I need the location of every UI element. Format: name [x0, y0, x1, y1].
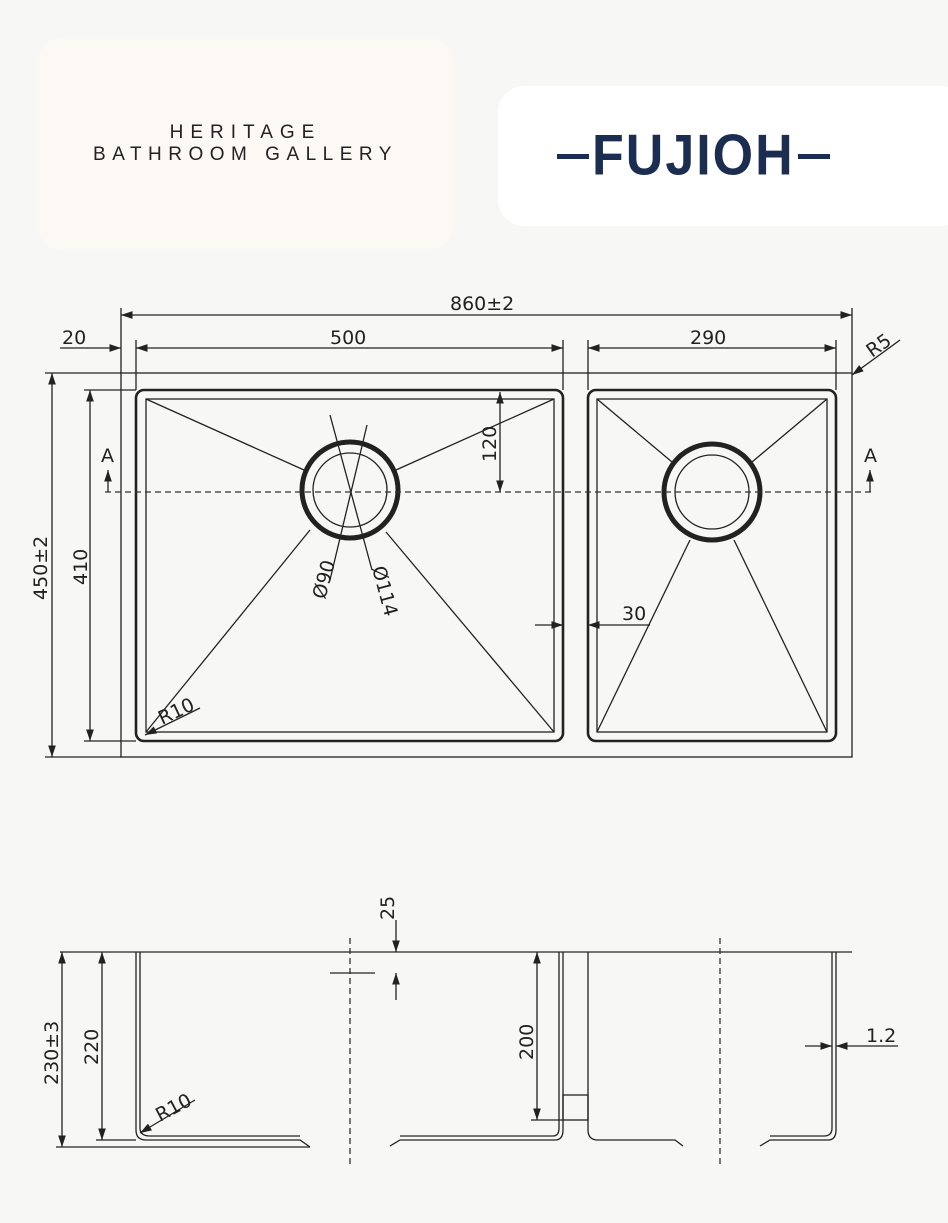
leader-section-radius [139, 1099, 196, 1134]
dim-drain-outer: Ø114 [367, 564, 402, 619]
leader-inner-radius [144, 707, 201, 736]
dim-overall-height: 230±3 [41, 1021, 63, 1085]
dim-bowl-depth: 410 [70, 549, 92, 585]
dim-right-bowl-width: 290 [690, 327, 726, 349]
dim-bowl-height: 220 [81, 1029, 103, 1065]
right-bowl-floor [596, 398, 828, 733]
left-drain [299, 439, 401, 541]
divider-bracket [562, 1094, 589, 1121]
dim-outer-radius: R5 [862, 330, 895, 363]
right-bowl [586, 388, 838, 743]
left-bowl-slope-lines [145, 398, 555, 733]
dim-section-radius: R10 [152, 1089, 195, 1126]
logo-dash-right [797, 153, 830, 159]
brand-logo: FUJIOH [592, 124, 795, 188]
left-bowl-profile-right [389, 952, 564, 1147]
dim-divider: 30 [622, 603, 646, 625]
top-view: A A 860±2 20 500 290 R5 450±2 410 120 30… [30, 293, 901, 758]
left-bowl [134, 388, 565, 743]
dim-thickness: 1.2 [866, 1025, 896, 1047]
dim-rim-offset: 25 [377, 896, 399, 920]
right-bowl-profile-right [759, 952, 837, 1147]
dim-drain-inner: Ø90 [309, 558, 340, 602]
dim-drain-offset: 120 [479, 426, 501, 462]
left-bowl-floor [145, 398, 555, 733]
left-bowl-profile-right-inner [400, 952, 560, 1137]
dealer-name-line2: BATHROOM GALLERY [93, 144, 398, 165]
left-drain-inner [312, 452, 388, 528]
dim-overall-width: 860±2 [450, 293, 514, 315]
right-bowl-slope-lines [596, 398, 828, 733]
section-mark-right: A [864, 445, 877, 467]
section-mark-left: A [101, 445, 114, 467]
right-bowl-profile-right-inner [770, 952, 833, 1137]
dim-left-bowl-width: 500 [330, 327, 366, 349]
section-view: 25 230±3 220 200 1.2 R10 [41, 896, 898, 1165]
dim-inner-radius: R10 [155, 694, 198, 730]
dealer-name-line1: HERITAGE [169, 122, 322, 143]
dim-flange: 20 [62, 327, 86, 349]
right-bowl-profile [587, 952, 684, 1147]
left-bowl-profile [135, 952, 311, 1148]
brand-logo-panel: FUJIOH [498, 86, 948, 226]
dim-small-bowl-height: 200 [516, 1024, 538, 1060]
dealer-logo-panel: HERITAGE BATHROOM GALLERY [38, 38, 453, 250]
dim-overall-depth: 450±2 [30, 536, 52, 600]
logo-dash-left [557, 153, 589, 159]
leader-outer-radius [851, 339, 901, 376]
sink-outline [120, 372, 853, 758]
leader-drain-inner [329, 424, 368, 581]
